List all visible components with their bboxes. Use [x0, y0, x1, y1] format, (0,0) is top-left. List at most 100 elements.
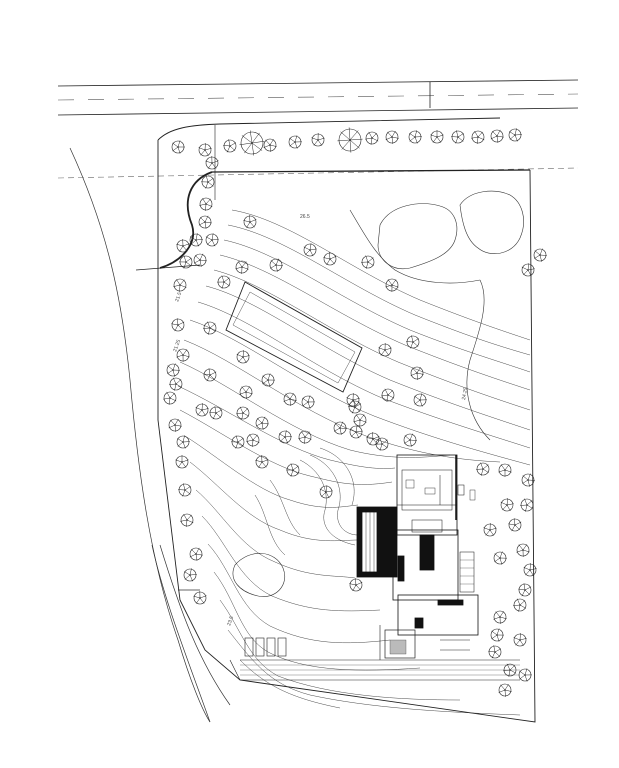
tree-symbol	[533, 248, 547, 262]
tree-symbol	[176, 239, 190, 253]
easement-line	[57, 167, 579, 179]
tree-symbol	[301, 395, 315, 409]
tree-symbol	[175, 455, 189, 469]
tree-symbol	[193, 253, 207, 267]
tree-symbol	[261, 373, 275, 387]
tree-symbol	[346, 393, 360, 407]
tree-symbol	[451, 130, 465, 144]
contour-label: 23.5	[226, 615, 235, 626]
tree-symbol	[366, 432, 380, 446]
tree-symbol	[183, 568, 197, 582]
tree-symbol	[217, 275, 231, 289]
tree-symbol	[333, 421, 347, 435]
tree-symbol	[166, 363, 180, 377]
tree-symbol	[513, 633, 527, 647]
tree-symbol	[198, 143, 212, 157]
tree-symbol	[178, 483, 192, 497]
tree-symbol	[246, 433, 260, 447]
tree-symbol	[189, 547, 203, 561]
tree-symbol	[298, 430, 312, 444]
tree-symbol	[521, 263, 535, 277]
tree-symbol	[303, 243, 317, 257]
tree-symbol	[349, 425, 363, 439]
tree-symbol	[255, 455, 269, 469]
tree-symbol	[498, 683, 512, 697]
tree-symbol	[179, 255, 193, 269]
tree-symbol	[243, 215, 257, 229]
contour-lines	[177, 209, 531, 716]
tree-symbol	[508, 518, 522, 532]
tree-symbol	[198, 215, 212, 229]
tree-symbol	[278, 430, 292, 444]
tree-symbol	[205, 156, 219, 170]
tree-symbol	[493, 610, 507, 624]
tree-symbol	[513, 598, 527, 612]
tree-symbol	[361, 255, 375, 269]
tree-symbol	[311, 133, 325, 147]
tree-symbol	[176, 435, 190, 449]
tree-symbol	[283, 392, 297, 406]
tree-symbol	[239, 130, 265, 156]
house-footprint	[356, 454, 479, 636]
tree-symbol	[500, 498, 514, 512]
tree-symbol	[203, 321, 217, 335]
property-boundary	[135, 117, 536, 723]
tree-symbol	[189, 233, 203, 247]
tree-symbol	[236, 350, 250, 364]
landscape-shapes	[232, 190, 524, 597]
tree-symbol	[169, 377, 183, 391]
tree-symbol	[523, 563, 537, 577]
tree-symbol	[173, 278, 187, 292]
tree-symbol	[375, 437, 389, 451]
tree-symbol	[319, 485, 333, 499]
contour-labels: 21.5 21.25 24.25 23.5 26.5	[172, 214, 469, 627]
tree-symbol	[518, 668, 532, 682]
tree-symbol	[516, 543, 530, 557]
tree-symbol	[518, 583, 532, 597]
tree-symbol	[503, 663, 517, 677]
contour-label: 21.25	[172, 339, 182, 353]
tree-symbol	[385, 130, 399, 144]
tree-symbol	[408, 130, 422, 144]
tree-symbol	[410, 366, 424, 380]
tree-symbol	[163, 391, 177, 405]
trees	[163, 127, 547, 697]
tree-symbol	[490, 129, 504, 143]
tree-symbol	[508, 128, 522, 142]
tree-symbol	[490, 628, 504, 642]
tree-symbol	[168, 418, 182, 432]
tree-symbol	[430, 130, 444, 144]
tree-symbol	[199, 197, 213, 211]
tree-symbol	[201, 175, 215, 189]
tree-symbol	[205, 233, 219, 247]
contour-label: 24.25	[461, 387, 469, 401]
contour-label: 21.5	[174, 291, 183, 302]
tree-symbol	[255, 416, 269, 430]
tree-symbol	[348, 400, 362, 414]
tree-symbol	[520, 498, 534, 512]
tree-symbol	[403, 433, 417, 447]
sports-court	[225, 281, 363, 393]
tree-symbol	[288, 135, 302, 149]
tree-symbol	[171, 318, 185, 332]
tree-symbol	[488, 645, 502, 659]
tree-symbol	[483, 523, 497, 537]
tree-symbol	[378, 343, 392, 357]
tree-symbol	[406, 335, 420, 349]
driveway	[229, 625, 520, 681]
tree-symbol	[385, 278, 399, 292]
tree-symbol	[180, 513, 194, 527]
adjacent-road	[69, 147, 231, 723]
tree-symbol	[498, 463, 512, 477]
tree-symbol	[209, 406, 223, 420]
tree-symbol	[365, 131, 379, 145]
tree-symbol	[413, 393, 427, 407]
street	[57, 79, 579, 116]
tree-symbol	[236, 406, 250, 420]
tree-symbol	[235, 260, 249, 274]
tree-symbol	[193, 591, 207, 605]
tree-symbol	[353, 413, 367, 427]
tree-symbol	[203, 368, 217, 382]
tree-symbol	[171, 140, 185, 154]
